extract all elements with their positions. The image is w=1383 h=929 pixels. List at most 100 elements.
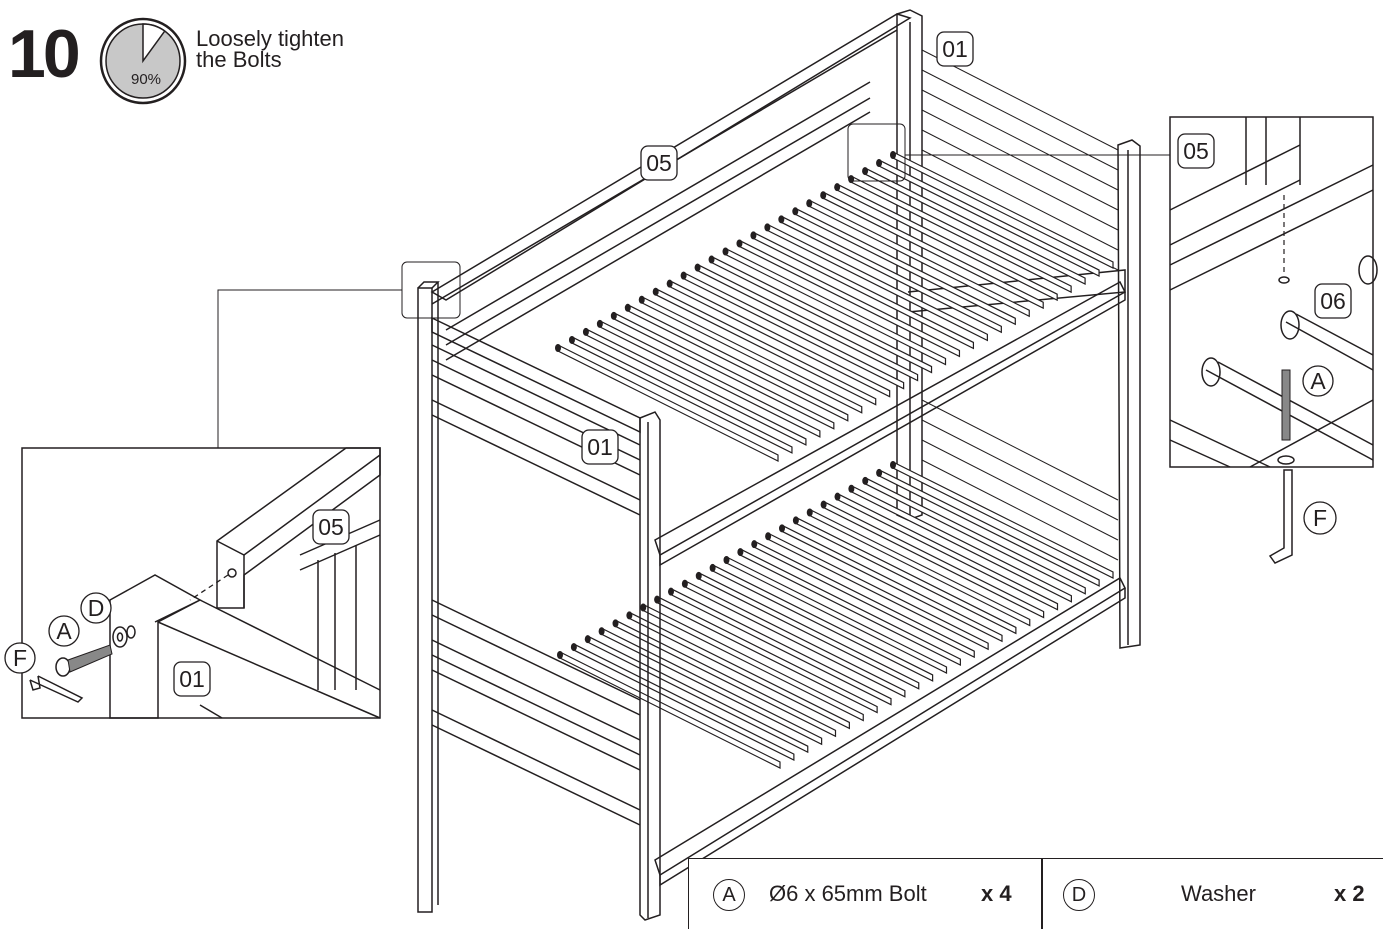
svg-text:01: 01 <box>587 434 613 460</box>
slat <box>766 223 988 342</box>
slat <box>724 247 947 366</box>
slat <box>670 587 892 706</box>
slat-end <box>736 239 743 248</box>
slat-end <box>750 231 757 240</box>
slat-end <box>708 255 715 264</box>
slat <box>878 159 1100 278</box>
slat <box>587 635 809 754</box>
slat-end <box>737 548 744 557</box>
slat-end <box>596 319 603 328</box>
slat <box>809 508 1031 627</box>
slat-end <box>876 159 883 168</box>
slat-end <box>806 508 813 517</box>
parts-table: A Ø6 x 65mm Bolt x 4 D Washer x 2 <box>688 858 1383 929</box>
back-left-post <box>417 281 440 913</box>
upper-bed-slats <box>555 151 1114 462</box>
slat <box>656 595 878 714</box>
progress-pie-icon: 90% <box>99 17 187 105</box>
slat-end <box>834 492 841 501</box>
slat-end <box>779 524 785 533</box>
svg-text:01: 01 <box>942 36 968 62</box>
slat <box>808 199 1030 318</box>
slat <box>892 461 1114 579</box>
slat <box>641 295 863 414</box>
svg-text:A: A <box>1310 368 1326 394</box>
slat <box>738 239 961 358</box>
label-left-detail-key: F <box>4 642 36 674</box>
slat <box>850 484 1072 603</box>
right-detail-panel: 05 06 A <box>1169 116 1378 564</box>
slat-end <box>584 635 591 644</box>
label-right-detail-key: F <box>1303 501 1337 535</box>
svg-text:A: A <box>56 618 72 644</box>
left-detail-panel: 05 01 A D F <box>4 447 381 719</box>
slat <box>739 548 961 667</box>
washer-icon <box>112 625 136 648</box>
slat <box>781 524 1003 643</box>
slat-end <box>557 651 563 659</box>
slat <box>559 651 781 769</box>
progress-label: 90% <box>131 71 161 88</box>
part-name-a: Ø6 x 65mm Bolt <box>769 881 927 906</box>
svg-text:01: 01 <box>179 666 205 692</box>
slat <box>710 255 933 374</box>
slat <box>892 151 1114 269</box>
lower-bed-slats <box>557 461 1114 769</box>
label-right-detail-rail: 05 <box>1177 133 1215 169</box>
svg-text:05: 05 <box>318 514 344 540</box>
svg-text:F: F <box>1313 505 1327 531</box>
slat <box>795 516 1017 635</box>
label-right-detail-bolt: A <box>1302 365 1334 397</box>
part-letter-d: D <box>1063 879 1095 911</box>
slat-end <box>624 303 631 312</box>
slat-end <box>666 279 673 288</box>
svg-text:D: D <box>88 595 105 621</box>
far-right-post <box>1117 139 1141 649</box>
slat <box>752 231 975 350</box>
step-instruction: Loosely tighten the Bolts <box>196 26 344 72</box>
slat-end <box>862 476 869 485</box>
label-right-detail-slat: 06 <box>1314 283 1352 319</box>
slat <box>613 311 835 430</box>
near-end-panel <box>431 316 641 826</box>
front-post <box>639 411 661 921</box>
slat-end <box>638 295 645 304</box>
slat-end <box>778 215 785 224</box>
slat <box>725 556 948 674</box>
slat <box>585 327 807 446</box>
slat-end <box>652 287 659 296</box>
label-main-top-rail: 05 <box>640 145 678 181</box>
label-main-top-right-post: 01 <box>936 31 974 67</box>
slat-end <box>695 571 702 580</box>
slat-end <box>764 223 771 232</box>
slat-end <box>709 563 716 572</box>
part-letter-a: A <box>713 879 745 911</box>
slat <box>627 303 849 422</box>
slat <box>823 500 1045 619</box>
svg-text:06: 06 <box>1320 288 1346 314</box>
slat-end <box>765 532 772 541</box>
slat <box>767 532 989 651</box>
slat-end <box>582 327 589 336</box>
bolt-icon <box>55 644 113 677</box>
slat <box>599 319 821 438</box>
part-qty-a: x 4 <box>981 881 1012 906</box>
slat-end <box>610 311 617 320</box>
slat <box>683 271 905 390</box>
slat-end <box>654 595 661 604</box>
slat-end <box>820 191 827 200</box>
detail-highlight-right <box>847 123 906 182</box>
slat <box>836 492 1059 611</box>
slat <box>878 468 1100 587</box>
svg-text:05: 05 <box>1183 138 1209 164</box>
slat-end <box>680 271 687 280</box>
slat-end <box>640 603 647 612</box>
part-qty-d: x 2 <box>1334 881 1365 906</box>
slat-end <box>751 540 758 549</box>
progress-remaining-wedge <box>142 23 166 64</box>
leader-line-left <box>217 289 402 448</box>
slat-end <box>834 183 841 192</box>
slat <box>864 476 1086 595</box>
slat <box>794 207 1016 326</box>
slat-end <box>723 556 730 564</box>
